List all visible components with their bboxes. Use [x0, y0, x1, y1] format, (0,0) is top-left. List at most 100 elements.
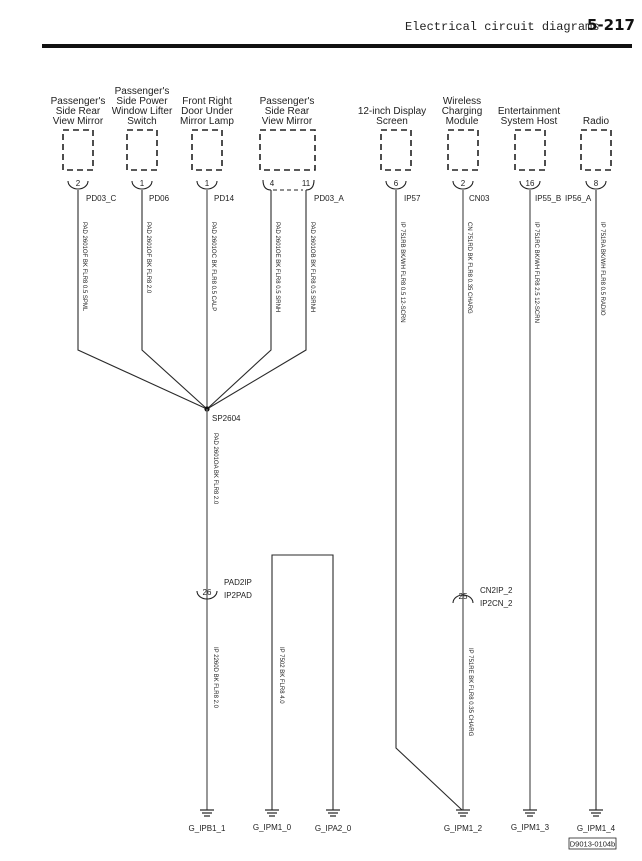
ground-icon: [326, 809, 340, 817]
component-pass-rear-mirror-c: Passenger's Side Rear View Mirror 2 PD03…: [51, 96, 117, 203]
wire: [395, 190, 463, 811]
connector-id: PD03_A: [314, 194, 344, 203]
connector-id: IP56_A: [565, 194, 592, 203]
component-pass-rear-mirror-a: Passenger's Side Rear View Mirror 4 11 P…: [259, 96, 344, 203]
pin-number: 25: [459, 592, 468, 601]
ground-id: G_IPM1_0: [253, 823, 292, 832]
ground-icon: [265, 809, 279, 817]
component-label-line: Door Under: [181, 106, 233, 117]
component-box: [259, 129, 316, 171]
ground-g-ipm1-0: G_IPM1_0: [253, 809, 292, 832]
component-label-line: Mirror Lamp: [180, 116, 234, 127]
pin-socket-icon: [305, 179, 315, 191]
pin-number: 1: [205, 179, 210, 188]
pin-number: 2: [461, 179, 466, 188]
wire: [141, 190, 208, 410]
wire: [77, 190, 208, 410]
ground-g-ipb1-1: G_IPB1_1: [189, 809, 226, 833]
pin-socket-icon: [519, 180, 541, 190]
connector-id: CN03: [469, 194, 490, 203]
document-id: D9013-0104b: [568, 837, 617, 850]
inline-connector-25: 25 CN2IP_2 IP2CN_2: [452, 586, 513, 608]
component-label-line: Side Rear: [56, 106, 101, 117]
ground-id: G_IPM1_3: [511, 823, 550, 832]
pin-number: 1: [140, 179, 145, 188]
component-box: [447, 129, 479, 171]
connector-id: PAD2IP: [224, 578, 252, 587]
inline-connector-26: 26 PAD2IP IP2PAD: [196, 578, 252, 600]
component-label-line: Wireless: [443, 96, 481, 107]
component-label-line: Side Rear: [265, 106, 310, 117]
component-label-line: Radio: [583, 116, 610, 127]
pin-number: 2: [76, 179, 81, 188]
pin-number: 11: [302, 179, 311, 188]
wire-label: IP 751RB BK/WH FLR8 0.5 12-SCRN: [399, 222, 405, 323]
component-wireless-charging: Wireless Charging Module 2 CN03: [442, 96, 490, 203]
component-label-line: View Mirror: [53, 116, 104, 127]
component-label-line: Side Power: [116, 96, 168, 107]
component-label-line: Charging: [442, 106, 483, 117]
ground-id: G_IPM1_4: [577, 824, 616, 833]
wire-label: IP 7502 BK FLR8 4.0: [278, 647, 284, 704]
component-label-line: Switch: [127, 116, 156, 127]
ground-g-ipm1-2: G_IPM1_2: [444, 809, 483, 833]
component-label-line: Front Right: [182, 96, 232, 107]
pin-socket-icon: [131, 180, 153, 190]
wire: [206, 190, 272, 410]
component-fr-door-mirror-lamp: Front Right Door Under Mirror Lamp 1 PD1…: [180, 96, 235, 203]
page-header-title: Electrical circuit diagrams: [405, 20, 600, 34]
ground-id: G_IPA2_0: [315, 824, 352, 833]
wire-label: PAD 2601OF BK FLR8 2.0: [145, 222, 151, 294]
component-box: [62, 129, 94, 171]
component-label-line: 12-inch Display: [358, 106, 426, 117]
wire-label: CN 751RD BK FLR8 0.35 CHARG: [466, 222, 472, 314]
ground-icon: [200, 809, 214, 817]
connector-id: IP55_B: [535, 194, 561, 203]
wire-label: IP 751RE BK FLR8 0.35 CHARG: [467, 648, 473, 737]
pin-number: 16: [526, 179, 535, 188]
connector-id: IP57: [404, 194, 421, 203]
connector-id: CN2IP_2: [480, 586, 513, 595]
component-box: [514, 129, 546, 171]
component-label-line: Entertainment: [498, 106, 560, 117]
pin-socket-icon: [196, 180, 218, 190]
page-number: 5-217: [587, 16, 635, 34]
wire-label: PAD 2601OF BK FLR8 0.5 SPML: [81, 222, 87, 312]
component-label-line: Passenger's: [260, 96, 315, 107]
connector-id: PD06: [149, 194, 170, 203]
wire-label: IP 751RC BK/WH FLR8 2.5 12-SCRN: [533, 222, 539, 323]
pin-socket-icon: [585, 180, 607, 190]
component-box: [191, 129, 223, 171]
connector-id: PD03_C: [86, 194, 116, 203]
pin-socket-icon: [385, 180, 407, 190]
component-label-line: Passenger's: [51, 96, 106, 107]
ground-icon: [456, 809, 470, 817]
component-label-line: Screen: [376, 116, 408, 127]
component-box: [580, 129, 612, 171]
document-id-box: [568, 837, 617, 850]
pin-socket-icon: [262, 179, 272, 191]
wire-label: IP 751RA BK/WH FLR8 0.5 RADIO: [599, 222, 605, 316]
wire-label: PAD 2601OB BK FLR8 0.5 SRNH: [309, 222, 315, 312]
ground-icon: [589, 809, 603, 817]
pin-number: 8: [594, 179, 599, 188]
wire-harness-left: SP2604: [77, 190, 307, 810]
component-label-line: Window Lifter: [112, 106, 173, 117]
splice-id: SP2604: [212, 414, 241, 423]
component-box: [380, 129, 412, 171]
pin-number: 26: [203, 588, 212, 597]
ground-icon: [523, 809, 537, 817]
component-label-line: View Mirror: [262, 116, 313, 127]
ground-id: G_IPB1_1: [189, 824, 226, 833]
component-label-line: Passenger's: [115, 86, 170, 97]
header-divider: [42, 44, 632, 48]
connector-id: IP2CN_2: [480, 599, 513, 608]
ground-id: G_IPM1_2: [444, 824, 483, 833]
pin-number: 6: [394, 179, 399, 188]
connector-id: IP2PAD: [224, 591, 252, 600]
pin-socket-icon: [67, 180, 89, 190]
component-label-line: System Host: [501, 116, 558, 127]
component-label-line: Module: [446, 116, 479, 127]
wire: [271, 554, 334, 810]
